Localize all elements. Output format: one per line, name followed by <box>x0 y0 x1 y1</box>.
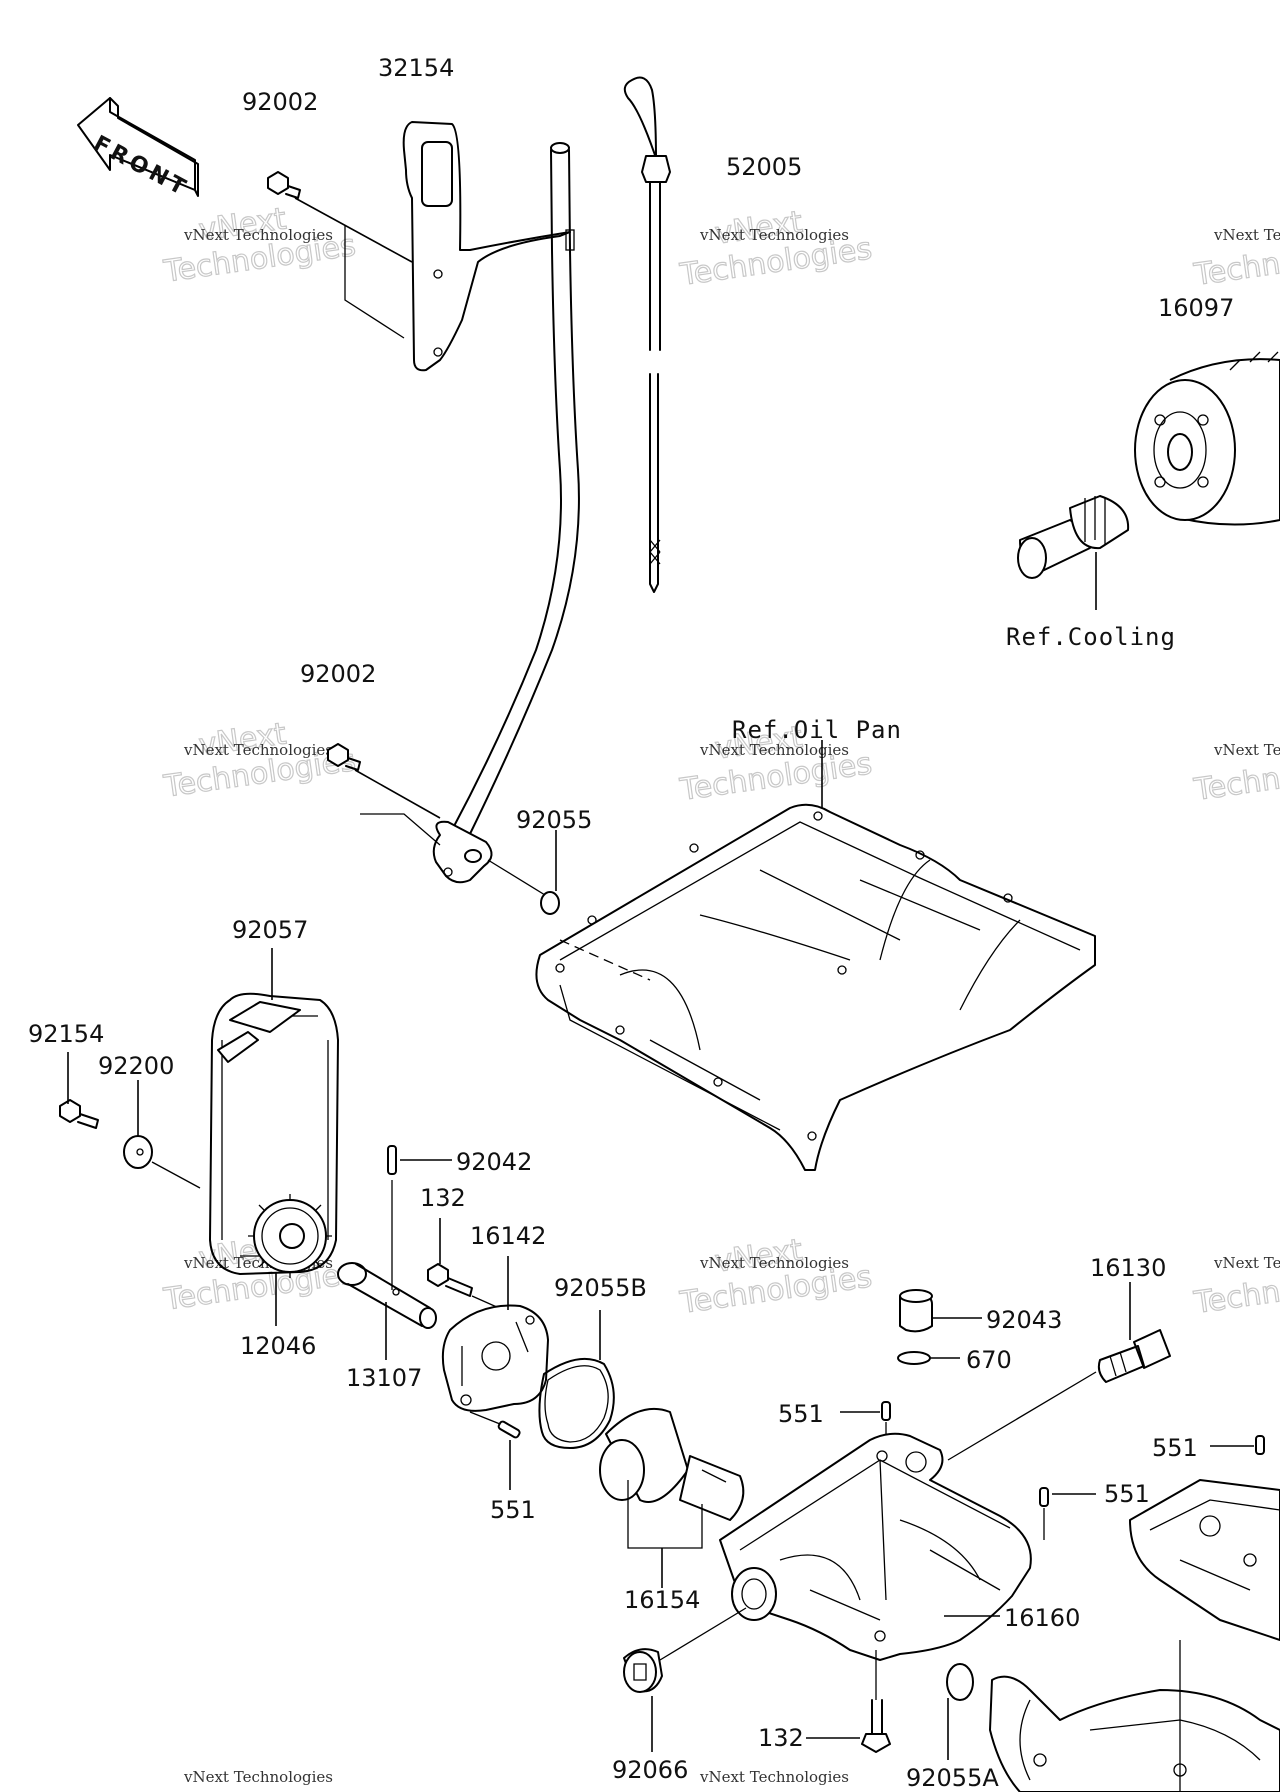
bolt-92154 <box>59 1099 99 1129</box>
watermark-small: vNext Technologies <box>699 1768 849 1786</box>
watermark-small: vNext Technologies <box>699 741 849 759</box>
front-arrow-icon: FRONT <box>77 97 199 202</box>
plug-92066 <box>623 1648 663 1693</box>
callout-92002-middle: 92002 <box>300 660 376 688</box>
callout-32154: 32154 <box>378 54 454 82</box>
rotor-16154 <box>599 1407 745 1521</box>
callout-92057: 92057 <box>232 916 308 944</box>
callout-ref-oil-pan: Ref.Oil Pan <box>732 716 902 744</box>
callout-92066: 92066 <box>612 1756 688 1784</box>
o-ring-92055a <box>946 1663 974 1701</box>
callout-551-pump: 551 <box>490 1496 536 1524</box>
watermark-small: vNext Technologies <box>183 1768 333 1786</box>
callout-551-block-b: 551 <box>1104 1480 1150 1508</box>
callout-92002-top: 92002 <box>242 88 318 116</box>
callout-16154: 16154 <box>624 1586 700 1614</box>
callout-92055: 92055 <box>516 806 592 834</box>
callout-92042: 92042 <box>456 1148 532 1176</box>
bolt-92002-top <box>267 171 301 199</box>
watermark-small: vNext Technologies <box>699 1254 849 1272</box>
callout-92055a: 92055A <box>906 1764 999 1792</box>
callout-16130: 16130 <box>1090 1254 1166 1282</box>
bracket-32154 <box>402 121 571 372</box>
pin-92042 <box>387 1145 397 1175</box>
plug-16130 <box>1097 1329 1171 1383</box>
watermark-small: vNext Technologies <box>1213 741 1280 759</box>
callout-551-block-c: 551 <box>1152 1434 1198 1462</box>
pump-assembly-right <box>1129 1479 1280 1641</box>
o-ring-670 <box>897 1351 931 1365</box>
pump-body-16160 <box>719 1432 1032 1661</box>
callout-12046: 12046 <box>240 1332 316 1360</box>
oil-pan <box>535 803 1096 1171</box>
shaft-13107 <box>337 1262 437 1329</box>
oil-filter-16097 <box>1134 351 1280 526</box>
watermark-small: vNext Technologies <box>699 226 849 244</box>
bolt-132-lower <box>861 1699 891 1753</box>
strainer-assembly <box>989 1675 1280 1792</box>
callout-16142: 16142 <box>470 1222 546 1250</box>
callout-16097: 16097 <box>1158 294 1234 322</box>
callout-551-block-a: 551 <box>778 1400 824 1428</box>
dipstick-tube <box>432 142 580 884</box>
callout-92154: 92154 <box>28 1020 104 1048</box>
callout-ref-cooling: Ref.Cooling <box>1006 623 1176 651</box>
callout-92043: 92043 <box>986 1306 1062 1334</box>
callout-92055b: 92055B <box>554 1274 647 1302</box>
sprocket-12046 <box>248 1194 332 1278</box>
pin-551-block-b <box>1039 1487 1049 1507</box>
watermark-small: vNext Technologies <box>183 741 333 759</box>
o-ring-92055 <box>540 891 560 915</box>
pin-551-pump <box>497 1420 521 1439</box>
chain-92057 <box>209 992 339 1275</box>
callout-13107: 13107 <box>346 1364 422 1392</box>
gasket-92055b <box>538 1357 615 1449</box>
bolt-92002-middle <box>327 743 361 771</box>
filter-fitting <box>1017 495 1130 579</box>
watermark-small: vNext Technologies <box>183 226 333 244</box>
callout-labels: 32154 92002 52005 16097 Ref.Cooling 9200… <box>28 54 1234 1792</box>
callout-92200: 92200 <box>98 1052 174 1080</box>
watermark-small: vNext Technologies <box>1213 226 1280 244</box>
bolt-132-upper <box>427 1263 473 1297</box>
washer-92200 <box>123 1135 153 1169</box>
pin-551-block-c <box>1255 1435 1265 1455</box>
pin-551-block-a <box>881 1401 891 1421</box>
callout-52005: 52005 <box>726 153 802 181</box>
callout-132-upper: 132 <box>420 1184 466 1212</box>
pump-cover-16142 <box>441 1304 549 1412</box>
callout-670: 670 <box>966 1346 1012 1374</box>
dipstick-52005 <box>623 76 671 593</box>
callout-16160: 16160 <box>1004 1604 1080 1632</box>
callout-132-lower: 132 <box>758 1724 804 1752</box>
watermark-small: vNext Technologies <box>1213 1254 1280 1272</box>
